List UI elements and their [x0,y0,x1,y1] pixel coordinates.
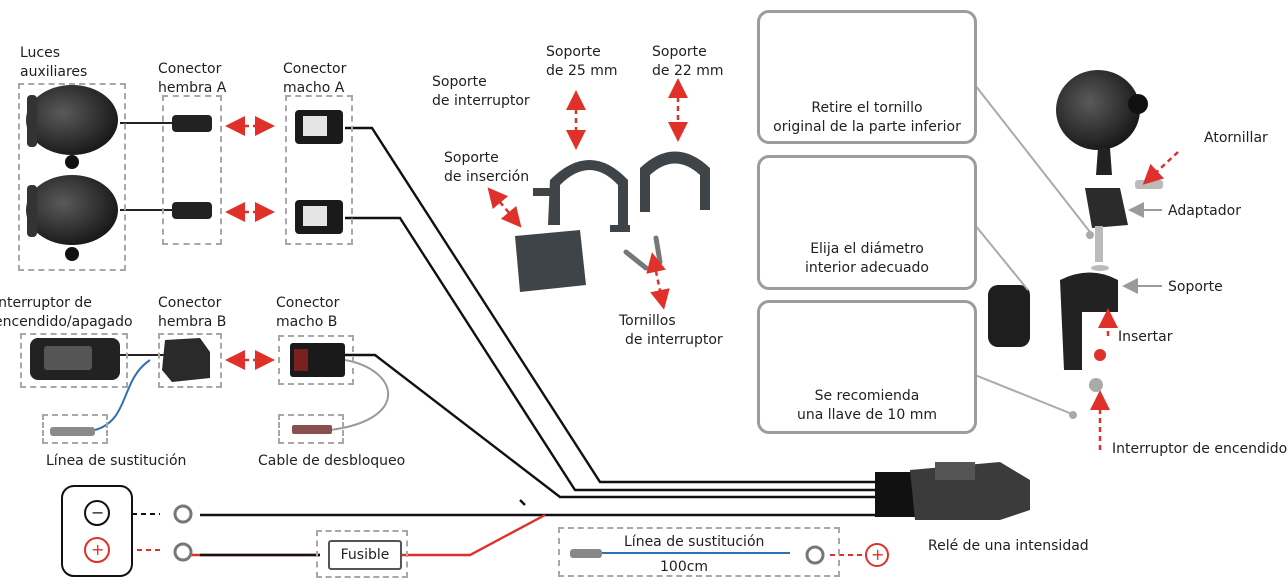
male-a-box [285,95,353,245]
soporte-label: Soporte [1168,279,1223,295]
tornillos-label-1: Tornillos [619,313,676,329]
gray-wire [329,359,390,431]
plus-symbol-2: + [871,545,885,564]
conector-macho-a-label-1: Conector [283,61,347,77]
soporte-interruptor-label-2: de interruptor [432,93,530,109]
conector-hembra-a-label-2: hembra A [158,80,227,96]
soporte-insercion-label-2: de inserción [444,169,530,185]
blue-wire [94,359,151,431]
rele-label: Relé de una intensidad [928,538,1089,554]
conector-hembra-b-label-1: Conector [158,295,222,311]
switch-box [20,333,128,388]
conector-hembra-b-label-2: hembra B [158,314,227,330]
panel-retire-line-2: original de la parte inferior [773,119,961,135]
tornillos-label-2: de interruptor [625,332,723,348]
conector-macho-b-label-1: Conector [276,295,340,311]
panel-diametro: Elija el diámetro interior adecuado [757,155,977,290]
male-b-box [278,335,354,385]
soporte-22-label-2: de 22 mm [652,63,724,79]
female-a-box [162,95,222,245]
fuse-label: Fusible [340,547,390,563]
soporte-interruptor-label-1: Soporte [432,74,487,90]
soporte-22-label-1: Soporte [652,44,707,60]
linea-sustitucion-2-label: Línea de sustitución [624,534,765,550]
sub-line-box [42,414,108,444]
soporte-25-label-2: de 25 mm [546,63,618,79]
unlock-cable-box [278,414,344,444]
sub-line-100-box [558,527,840,577]
luces-label: Luces [20,45,61,61]
panel-llave-line-2: una llave de 10 mm [797,407,937,423]
panel-retire-line-1: Retire el tornillo [811,100,923,116]
minus-symbol: − [91,503,105,522]
female-b-box [158,333,222,388]
lamp-2 [26,175,118,261]
interruptor-label-1: Interruptor de [0,295,92,311]
auxiliares-label: auxiliares [20,64,88,80]
lamp-1 [26,85,118,169]
cable-desbloqueo-label: Cable de desbloqueo [258,453,406,469]
insertar-label: Insertar [1118,329,1173,345]
linea-sustitucion-label: Línea de sustitución [46,453,187,469]
interruptor-label-2: encendido/apagado [0,314,133,330]
panel-llave-line-1: Se recomienda [814,388,920,404]
panel-retire-tornillo: Retire el tornillo original de la parte … [757,10,977,144]
conector-macho-b-label-2: macho B [276,314,338,330]
panel-llave: Se recomienda una llave de 10 mm [757,300,977,434]
cm-label: 100cm [660,559,709,575]
conector-hembra-a-label-1: Conector [158,61,222,77]
atornillar-label: Atornillar [1204,130,1268,146]
soporte-25-label-1: Soporte [546,44,601,60]
brackets [515,151,710,292]
lights-box [18,83,126,271]
fuse: Fusible [328,540,402,570]
soporte-insercion-label-1: Soporte [444,150,499,166]
mount-assembly [988,70,1163,392]
plus-symbol: + [91,540,105,559]
adaptador-label: Adaptador [1168,203,1241,219]
conector-macho-a-label-2: macho A [283,80,345,96]
panel-diametro-line-2: interior adecuado [805,260,929,276]
interruptor-encend-label: Interruptor de encendido [1112,441,1288,457]
panel-diametro-line-1: Elija el diámetro [810,241,924,257]
fuse-box [316,530,408,578]
relay-graphic [875,462,1030,520]
